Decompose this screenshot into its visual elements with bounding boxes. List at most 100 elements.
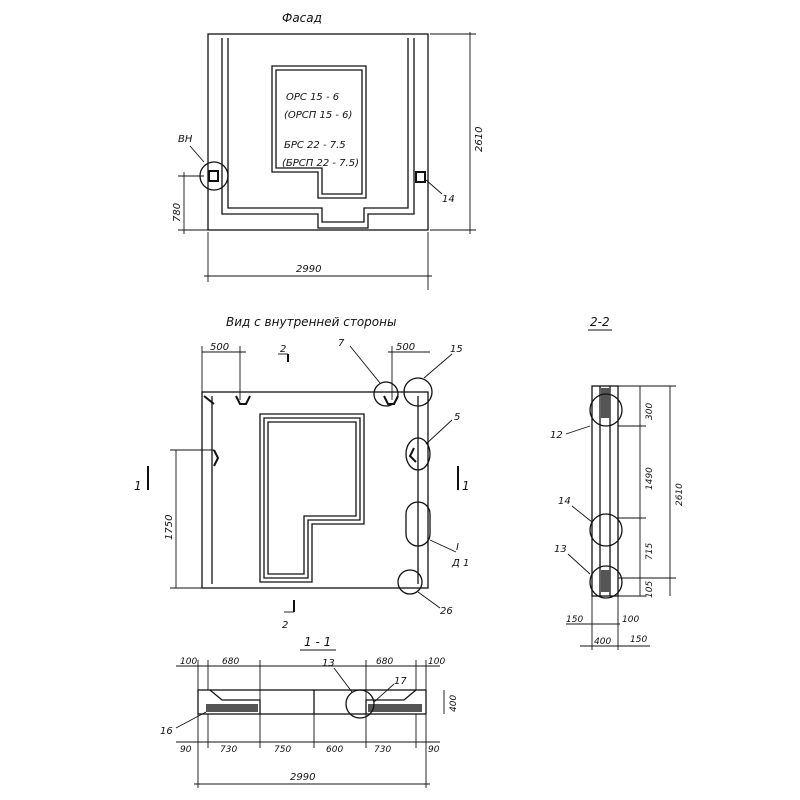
inside-callout-26: 26	[440, 606, 453, 617]
inside-dim-top-right: 500	[396, 342, 415, 353]
inside-callout-15: 15	[450, 344, 463, 355]
facade-inner-frame	[221, 38, 415, 229]
inside-callout-I-leader	[429, 539, 457, 553]
section22-dim-105: 105	[645, 581, 655, 598]
inside-view-title: Вид с внутренней стороны	[226, 315, 396, 329]
facade-fixing-left	[208, 170, 219, 182]
facade-label-3: БРС 22 - 7.5	[284, 140, 346, 151]
section22-title: 2-2	[590, 315, 610, 329]
facade-window-inner	[275, 69, 363, 195]
facade-label-1: ОРС 15 - 6	[286, 92, 339, 103]
section11-outline	[197, 689, 427, 715]
inside-cut1-right: 1	[462, 479, 470, 493]
section11-insulation-left	[206, 704, 258, 712]
inside-fixing-top-left	[235, 395, 251, 405]
facade-window	[271, 65, 367, 199]
section11-dim-bot-0: 90	[180, 745, 192, 755]
section22-callout-13-circle	[589, 565, 623, 599]
section11-dim-bot-3: 600	[326, 745, 343, 755]
facade-callout-left: ВН	[178, 134, 193, 145]
inside-cut1-left: 1	[134, 479, 142, 493]
inside-callout-5-circle	[405, 437, 431, 471]
facade-title: Фасад	[282, 11, 322, 25]
inside-callout-7-leader	[349, 345, 381, 384]
inside-callout-15-circle	[403, 377, 433, 407]
inside-cut2-bottom: 2	[282, 620, 288, 631]
section11-dim-bot-1: 730	[220, 745, 237, 755]
section11-callout-13: 13	[322, 658, 335, 669]
inside-window-2	[263, 417, 361, 579]
section22-dim-1490: 1490	[645, 467, 655, 490]
inside-fixing-right-mid	[408, 447, 417, 463]
inside-callout-I-sub: Д 1	[451, 558, 469, 569]
inside-callout-7: 7	[338, 338, 345, 349]
section22-callout-14-circle	[589, 513, 623, 547]
section22-callout-12-circle	[589, 393, 623, 427]
facade-inner-frame-2	[227, 38, 409, 223]
facade-dim-width: 2990	[296, 264, 321, 275]
inside-window	[259, 413, 365, 583]
section11-dim-total: 2990	[290, 772, 315, 783]
section11-left-rib	[209, 689, 261, 714]
section22-dim-715: 715	[645, 543, 655, 560]
facade-callout-right: 14	[442, 194, 455, 205]
section22-dim-total: 2610	[675, 483, 685, 506]
inside-callout-26-circle	[397, 569, 423, 595]
section11-callout-17: 17	[394, 676, 407, 687]
section22-insulation-top	[601, 388, 610, 418]
inside-dim-top-left: 500	[210, 342, 229, 353]
section22-callout-14-leader	[571, 505, 593, 523]
inside-view-outline	[201, 391, 429, 589]
section22-callout-14: 14	[558, 496, 571, 507]
section22-dim-150-left: 150	[566, 615, 583, 625]
section11-callout-17-leader	[373, 683, 395, 703]
facade-callout-circle-left	[199, 161, 229, 191]
section11-callout-16: 16	[160, 726, 173, 737]
section11-dim-top-2: 680	[376, 657, 393, 667]
inside-dim-left: 1750	[164, 515, 175, 540]
section-1-1: 1 - 1 100 680 680 100 400 16 13 17	[160, 635, 459, 788]
section11-dim-bot-4: 730	[374, 745, 391, 755]
inside-callout-5-leader	[425, 419, 453, 445]
section11-callout-16-leader	[175, 711, 207, 729]
section-2-2: 2-2 12 14 13 300 1490 715 105 2610 150 1…	[550, 315, 685, 650]
section11-dim-top-1: 680	[222, 657, 239, 667]
section11-dim-top-0: 100	[180, 657, 197, 667]
section22-dim-150-right: 150	[630, 635, 647, 645]
section11-dim-bot-2: 750	[274, 745, 291, 755]
inside-callout-15-leader	[423, 353, 453, 379]
facade-dim-height: 2610	[474, 127, 485, 152]
section22-callout-13-leader	[567, 553, 591, 575]
inside-fixing-corner-left	[203, 395, 215, 405]
facade-outline	[207, 33, 429, 231]
facade-fixing-right	[415, 171, 426, 183]
inside-callout-7-circle	[373, 381, 399, 407]
inside-view: Вид с внутренней стороны 500 500 2 2 1 1	[134, 315, 470, 631]
section22-outline	[591, 385, 619, 597]
section22-dim-100: 100	[622, 615, 639, 625]
section11-dim-height: 400	[449, 695, 459, 712]
section11-title: 1 - 1	[304, 635, 331, 649]
facade-label-2: (ОРСП 15 - 6)	[284, 110, 352, 121]
section11-dim-top-3: 100	[428, 657, 445, 667]
inside-cut2-top: 2	[280, 344, 286, 355]
section11-callout-13-circle	[345, 689, 375, 719]
facade-dim-left: 780	[172, 203, 183, 222]
facade-view: Фасад ОРС 15 - 6 (ОРСП 15 - 6) БРС 22 - …	[172, 11, 485, 290]
inside-window-3	[267, 421, 357, 575]
facade-leader-left	[189, 145, 205, 163]
section22-callout-12: 12	[550, 430, 563, 441]
section22-insulation-bot	[601, 570, 610, 592]
inside-fixing-left-mid	[213, 449, 220, 467]
section11-right-rib	[365, 689, 417, 714]
inside-callout-I-shape	[405, 501, 431, 547]
inside-callout-5: 5	[454, 412, 460, 423]
section22-dim-300: 300	[645, 403, 655, 420]
facade-label-4: (БРСП 22 - 7.5)	[282, 158, 359, 169]
facade-leader-right	[425, 179, 443, 195]
section22-callout-13: 13	[554, 544, 567, 555]
section22-callout-12-leader	[565, 425, 591, 435]
section11-dim-bot-5: 90	[428, 745, 440, 755]
inside-callout-I: I	[456, 542, 459, 553]
